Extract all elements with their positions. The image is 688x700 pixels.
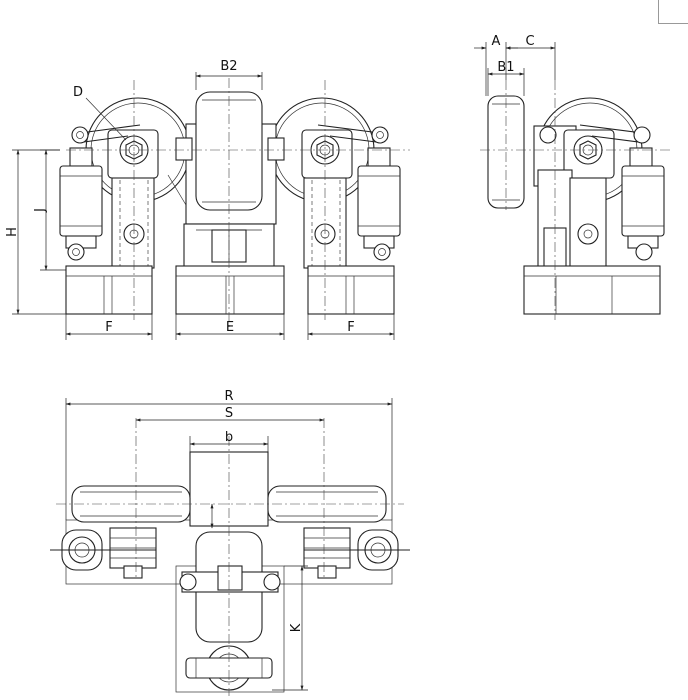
left-brake-assembly [59, 97, 187, 315]
dim-label-f-right: F [347, 320, 354, 335]
dim-label-j: J [33, 208, 48, 213]
frame-corner [658, 0, 688, 24]
center-wheel [175, 91, 285, 315]
dim-label-a: A [492, 34, 501, 49]
dim-label-d: D [73, 85, 83, 100]
dim-label-h: H [5, 227, 20, 237]
front-view [12, 72, 410, 340]
dim-label-b1: B1 [497, 60, 514, 75]
dim-label-b: b [225, 430, 233, 445]
dim-label-s: S [225, 406, 233, 421]
dim-label-c: C [525, 34, 534, 49]
dim-label-k: K [289, 623, 304, 632]
right-brake-assembly [301, 124, 401, 315]
dim-label-e: E [226, 320, 234, 335]
dim-label-b2: B2 [220, 59, 237, 74]
top-view [50, 398, 410, 696]
dim-label-r: R [224, 389, 233, 404]
dim-label-f-left: F [105, 320, 112, 335]
side-view [474, 42, 672, 320]
